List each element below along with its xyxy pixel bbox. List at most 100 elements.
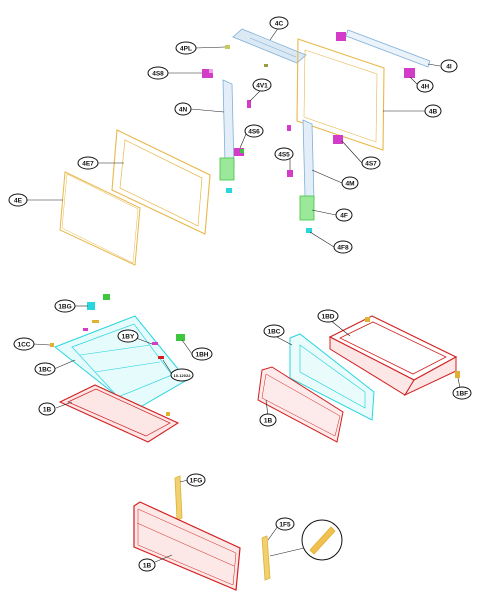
label-1b-right: 1B <box>264 418 273 425</box>
label-1cc: 1CC <box>17 342 30 349</box>
drawer-front-panel <box>257 366 344 443</box>
gold-strip-1fg <box>174 475 183 521</box>
callout-labels: 4C 4PL 4S8 4V1 4N 4S6 4E7 4E 4I 4H 4B 4S… <box>8 16 472 572</box>
callout-1b-left: 1B <box>38 402 56 416</box>
label-4pl: 4PL <box>180 46 192 53</box>
callout-4f: 4F <box>335 208 353 222</box>
callout-4v1: 4V1 <box>252 78 272 92</box>
label-4i: 4I <box>446 64 452 71</box>
small-part-mid <box>287 125 291 131</box>
label-1bc-left: 1BC <box>38 367 51 374</box>
label-1f5: 1F5 <box>279 522 291 529</box>
callout-4s5: 4S5 <box>274 147 294 161</box>
label-1by: 1BY <box>122 334 135 341</box>
part-gold-bottom <box>166 412 170 416</box>
frame-rail-2 <box>94 361 161 373</box>
callout-4e7: 4E7 <box>77 156 99 170</box>
drawer-assembly-right <box>257 315 460 443</box>
door-frame-inner <box>303 49 378 143</box>
drawer-front-panel-red-inner <box>67 388 171 437</box>
callout-4n: 4N <box>174 102 192 116</box>
top-trim-4i <box>345 29 431 68</box>
label-4s6: 4S6 <box>248 129 260 136</box>
label-4c: 4C <box>275 21 284 28</box>
label-1bg: 1BG <box>58 304 71 311</box>
detail-strip <box>309 526 336 555</box>
drawer-left-leaders <box>33 305 193 409</box>
callout-4i: 4I <box>440 59 458 73</box>
hinge-bracket-4s6 <box>234 148 244 156</box>
label-4m: 4M <box>345 181 354 188</box>
drawer-box-top-inner <box>339 321 447 375</box>
label-1fg: 1FG <box>190 478 203 485</box>
front-panel-assembly <box>133 475 343 591</box>
frame-rail <box>79 344 151 356</box>
outer-glass-panel <box>59 171 141 266</box>
callout-1b-bottom: 1B <box>138 558 156 572</box>
callout-4s6: 4S6 <box>244 124 264 138</box>
left-hinge-channel <box>222 79 235 169</box>
callout-4b: 4B <box>424 104 442 118</box>
label-1bc-right: 1BC <box>267 329 280 336</box>
callout-4s7: 4S7 <box>361 156 381 170</box>
bracket-insert <box>240 149 244 153</box>
drawer-side-frame-slot <box>299 344 366 409</box>
drawer-right-leaders <box>265 319 461 417</box>
part-green-top <box>103 294 110 300</box>
callout-1bh: 1BH <box>191 347 213 361</box>
part-1bf <box>455 371 460 378</box>
part-1bh <box>176 334 185 341</box>
label-1bf: 1BF <box>456 391 468 398</box>
outer-glass-panel-inner-edge <box>61 173 139 264</box>
callout-1bc-right: 1BC <box>263 324 285 338</box>
label-4s7: 4S7 <box>365 161 377 168</box>
door-frame-outer <box>296 38 385 151</box>
panel-groove <box>136 522 235 567</box>
hinge-bracket-4s7 <box>333 135 343 144</box>
callout-1fg: 1FG <box>186 473 206 487</box>
small-part-4s5 <box>287 170 293 177</box>
part-1by-1 <box>152 342 158 345</box>
label-1b-bottom: 1B <box>143 563 152 570</box>
part-1by-2 <box>158 356 164 359</box>
callout-4c: 4C <box>269 16 289 30</box>
gold-strip-1f5 <box>261 535 271 581</box>
drawer-box-front <box>403 356 457 397</box>
callout-1cc: 1CC <box>13 337 35 351</box>
label-1bd: 1BD <box>321 314 334 321</box>
callout-1b-right: 1B <box>259 413 277 427</box>
part-gold-1 <box>92 320 99 323</box>
callout-4f8: 4F8 <box>333 240 353 254</box>
part-1bg <box>87 302 95 310</box>
inner-glass-frame-outer <box>111 129 211 235</box>
part-1cc <box>50 343 54 347</box>
callout-1by-extra: 10-12022 <box>170 368 194 382</box>
part-gold-1bd <box>365 317 370 322</box>
label-1bh: 1BH <box>195 352 208 359</box>
label-4n: 4N <box>179 107 188 114</box>
callout-1f5: 1F5 <box>275 517 295 531</box>
label-4e: 4E <box>14 198 23 205</box>
drawer-side-frame <box>289 333 375 421</box>
hinge-block-top <box>336 32 346 41</box>
door-assembly <box>59 28 431 266</box>
callout-4s8: 4S8 <box>147 66 169 80</box>
label-1b-left: 1B <box>43 407 52 414</box>
left-hinge-lower <box>219 157 235 181</box>
callout-1bg: 1BG <box>54 299 76 313</box>
callout-1bf: 1BF <box>452 386 472 400</box>
callout-1by: 1BY <box>117 329 139 343</box>
label-4s8: 4S8 <box>152 71 164 78</box>
label-4f8: 4F8 <box>337 245 349 252</box>
label-4b: 4B <box>429 109 438 116</box>
label-4v1: 4V1 <box>256 83 268 90</box>
hinge-block-4h <box>404 68 415 78</box>
callout-4h: 4H <box>416 79 434 93</box>
label-4s5: 4S5 <box>278 152 290 159</box>
label-4e7: 4E7 <box>82 161 94 168</box>
drawer-assembly-left <box>50 294 188 443</box>
label-part-number: 10-12022 <box>174 373 192 378</box>
right-hinge-channel <box>302 119 315 201</box>
door-leaders <box>27 26 441 248</box>
